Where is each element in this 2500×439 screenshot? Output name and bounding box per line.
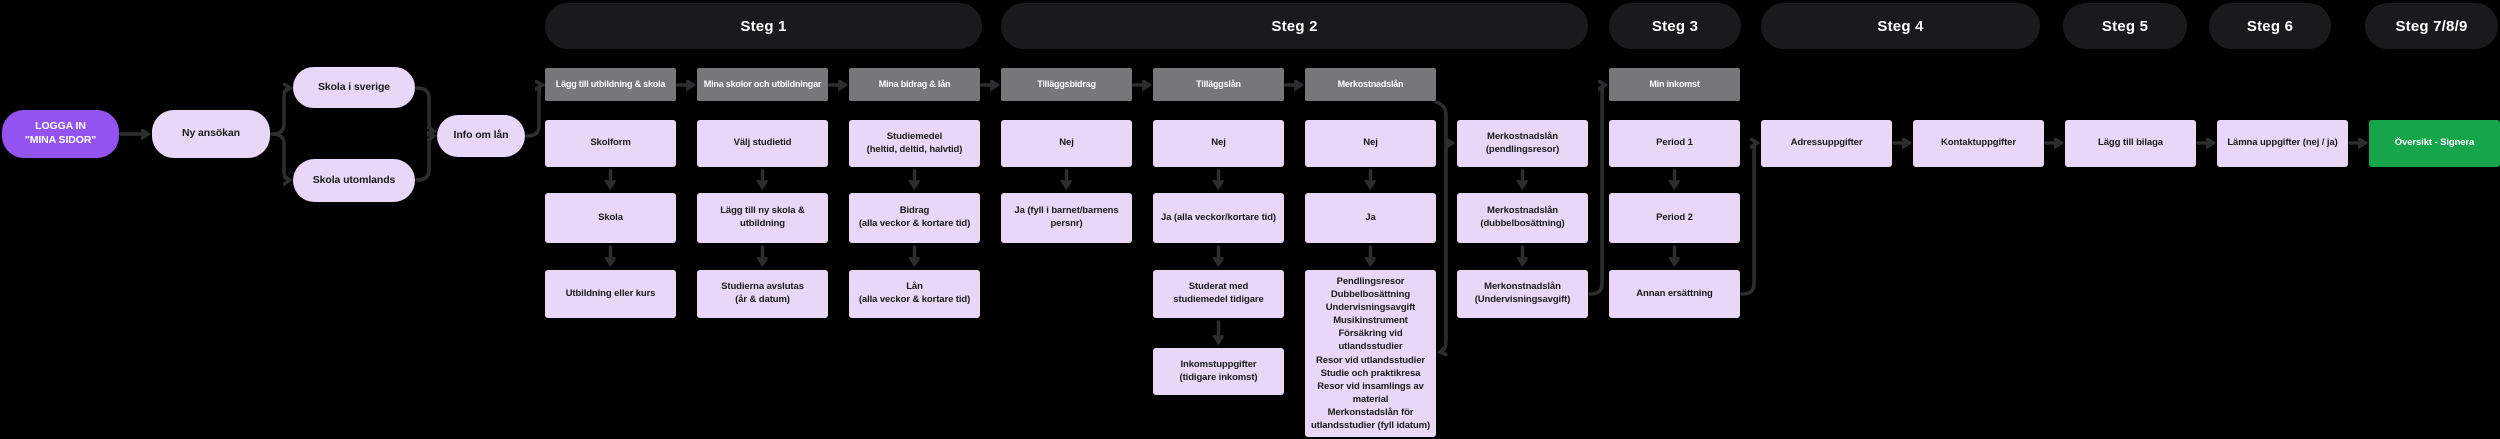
node-oversikt-signera[interactable]: Översikt - Signera (2369, 120, 2500, 167)
step-pill-6[interactable]: Steg 6 (2209, 3, 2331, 49)
node-skola-utomlands[interactable]: Skola utomlands (293, 159, 415, 202)
node-merkostnadslan-undervisningsavgift[interactable]: Merkonstnadslån (Undervisningsavgift) (1457, 270, 1588, 318)
header-tillaggslan[interactable]: Tilläggslån (1153, 68, 1284, 101)
node-inkomstuppgifter[interactable]: Inkomstuppgifter (tidigare inkomst) (1153, 348, 1284, 395)
node-studierna-avslutas[interactable]: Studierna avslutas (år & datum) (697, 270, 828, 318)
node-studiemedel[interactable]: Studiemedel (heltid, deltid, halvtid) (849, 120, 980, 167)
node-tillaggslan-ja[interactable]: Ja (alla veckor/kortare tid) (1153, 193, 1284, 243)
node-info-om-lan[interactable]: Info om lån (437, 115, 525, 157)
connector-new-application-to-school-abroad (270, 132, 290, 180)
node-period-2[interactable]: Period 2 (1609, 193, 1740, 243)
node-lagg-till-bilaga[interactable]: Lägg till bilaga (2065, 120, 2196, 167)
node-annan-ersattning[interactable]: Annan ersättning (1609, 270, 1740, 318)
step-pill-3[interactable]: Steg 3 (1609, 3, 1741, 49)
header-tillaggsbidrag[interactable]: Tilläggsbidrag (1001, 68, 1132, 101)
node-ny-ansokan[interactable]: Ny ansökan (152, 110, 270, 158)
connector-annan-ersattning-to-adressuppgifter (1740, 143, 1757, 296)
step-pill-2[interactable]: Steg 2 (1001, 3, 1588, 49)
node-period-1[interactable]: Period 1 (1609, 120, 1740, 167)
node-kontaktuppgifter[interactable]: Kontaktuppgifter (1913, 120, 2044, 167)
node-adressuppgifter[interactable]: Adressuppgifter (1761, 120, 1892, 167)
node-merkostnadslan-dubbelbosattning[interactable]: Merkostnadslån (dubbelbosättning) (1457, 193, 1588, 243)
node-tillaggsbidrag-nej[interactable]: Nej (1001, 120, 1132, 167)
header-mina-skolor-och-utbildningar[interactable]: Mina skolor och utbildningar (697, 68, 828, 101)
node-merkostnadslan-ja[interactable]: Ja (1305, 193, 1436, 243)
connector-merkostnadslan-down-to-list (1434, 100, 1448, 352)
connector-new-application-to-school-sweden (270, 88, 290, 136)
node-skola[interactable]: Skola (545, 193, 676, 243)
node-merkostnadslan-nej[interactable]: Nej (1305, 120, 1436, 167)
connector-loan-info-to-step1 (525, 85, 542, 138)
step-pill-5[interactable]: Steg 5 (2063, 3, 2187, 49)
node-valj-studietid[interactable]: Välj studietid (697, 120, 828, 167)
node-lagg-till-ny-skola[interactable]: Lägg till ny skola & utbildning (697, 193, 828, 243)
step-pill-1[interactable]: Steg 1 (545, 3, 982, 49)
node-merkostnadslan-pendlingsresor[interactable]: Merkostnadslån (pendlingsresor) (1457, 120, 1588, 167)
node-merkostnadslan-lista[interactable]: Pendlingsresor Dubbelbosättning Undervis… (1305, 270, 1436, 437)
header-mina-bidrag-lan[interactable]: Mina bidrag & lån (849, 68, 980, 101)
node-studerat-med-studiemedel[interactable]: Studerat med studiemedel tidigare (1153, 270, 1284, 318)
node-bidrag[interactable]: Bidrag (alla veckor & kortare tid) (849, 193, 980, 243)
node-lan[interactable]: Lån (alla veckor & kortare tid) (849, 270, 980, 318)
step-pill-4[interactable]: Steg 4 (1761, 3, 2040, 49)
connector-school-abroad-to-loan-info (415, 136, 434, 182)
node-lamna-uppgifter[interactable]: Lämna uppgifter (nej / ja) (2217, 120, 2348, 167)
header-lagg-till-utbildning-skola[interactable]: Lägg till utbildning & skola (545, 68, 676, 101)
node-skolform[interactable]: Skolform (545, 120, 676, 167)
header-merkostnadslan[interactable]: Merkostnadslån (1305, 68, 1436, 101)
node-login-mina-sidor[interactable]: LOGGA IN "MINA SIDOR" (2, 110, 119, 158)
connector-undervisningsavgift-to-min-inkomst (1588, 85, 1605, 296)
node-tillaggslan-nej[interactable]: Nej (1153, 120, 1284, 167)
header-min-inkomst[interactable]: Min inkomst (1609, 68, 1740, 101)
step-pill-789[interactable]: Steg 7/8/9 (2365, 3, 2498, 49)
node-tillaggsbidrag-ja[interactable]: Ja (fyll i barnet/barnens persnr) (1001, 193, 1132, 243)
connector-school-sweden-to-loan-info (415, 86, 434, 131)
node-skola-i-sverige[interactable]: Skola i sverige (293, 67, 415, 108)
connector-list-to-pendlingsresor (1444, 143, 1452, 154)
node-utbildning-eller-kurs[interactable]: Utbildning eller kurs (545, 270, 676, 318)
